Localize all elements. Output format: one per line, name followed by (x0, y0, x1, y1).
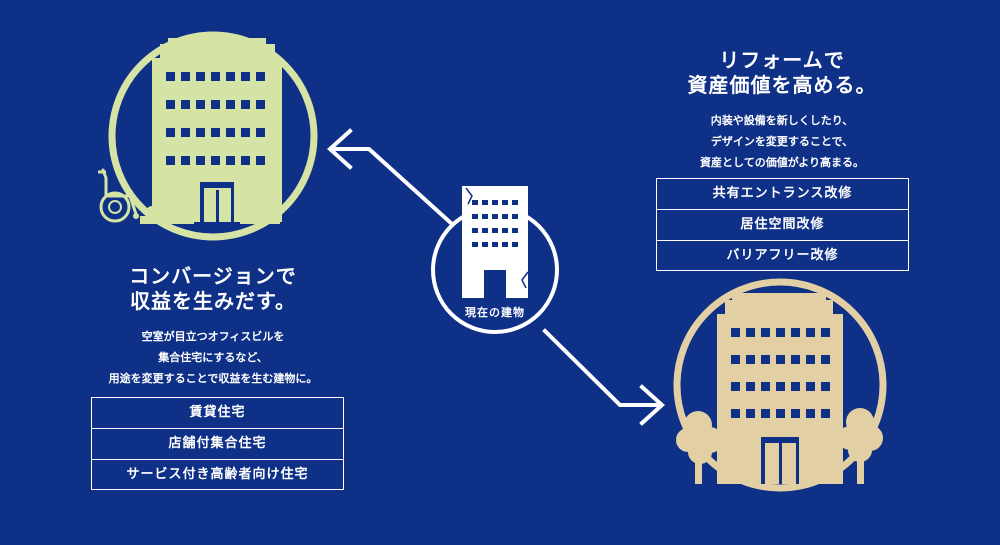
tree-icon (676, 408, 883, 484)
right-building-illustration (673, 278, 887, 492)
left-heading-line1: コンバージョンで (129, 264, 297, 288)
arrow-head-left (327, 128, 353, 170)
right-ring (673, 278, 887, 492)
list-item: サービス付き高齢者向け住宅 (126, 467, 309, 482)
right-options-list: 共有エントランス改修 居住空間改修 バリアフリー改修 (656, 178, 909, 271)
right-desc-line1: 内装や設備を新しくしたり、 (710, 114, 854, 127)
arrow-to-left (331, 147, 455, 227)
right-heading-line1: リフォームで (719, 48, 845, 72)
right-heading-line2: 資産価値を高める。 (687, 73, 877, 97)
arrow-head-right (639, 384, 665, 426)
left-building-illustration (98, 31, 318, 241)
list-item: 居住空間改修 (657, 210, 908, 241)
left-heading-line2: 収益を生みだす。 (130, 289, 296, 313)
arrows (327, 128, 665, 426)
left-entrance (200, 182, 234, 222)
list-item: 共有エントランス改修 (657, 179, 908, 210)
left-description: 空室が目立つオフィスビルを 集合住宅にするなど、 用途を変更することで収益を生む… (68, 326, 358, 389)
wheelchair-icon (98, 168, 139, 223)
left-desc-line1: 空室が目立つオフィスビルを (141, 330, 285, 343)
left-desc-line2: 集合住宅にするなど、 (158, 351, 268, 364)
left-heading: コンバージョンで 収益を生みだす。 (88, 264, 338, 314)
crack-icon (465, 187, 529, 289)
right-description: 内装や設備を新しくしたり、 デザインを変更することで、 資産としての価値がより高… (637, 110, 927, 173)
left-ring (108, 31, 318, 241)
right-windows (731, 328, 830, 418)
list-item: 賃貸住宅 (92, 398, 343, 429)
left-windows (166, 72, 265, 165)
list-item: 店舗付集合住宅 (92, 429, 343, 460)
left-options-list: 賃貸住宅 店舗付集合住宅 サービス付き高齢者向け住宅 (91, 397, 344, 490)
left-bushes-icon (146, 202, 272, 218)
center-building-illustration (327, 128, 665, 426)
right-entrance (761, 437, 799, 484)
center-windows (472, 200, 518, 298)
arrow-to-right (542, 328, 662, 407)
left-desc-line3: 用途を変更することで収益を生む建物に。 (108, 372, 318, 385)
current-building-label: 現在の建物 (465, 306, 525, 319)
list-item: バリアフリー改修 (726, 248, 839, 263)
right-desc-line3: 資産としての価値がより高まる。 (700, 156, 864, 169)
right-heading: リフォームで 資産価値を高める。 (657, 48, 907, 98)
right-desc-line2: デザインを変更することで、 (710, 135, 854, 148)
